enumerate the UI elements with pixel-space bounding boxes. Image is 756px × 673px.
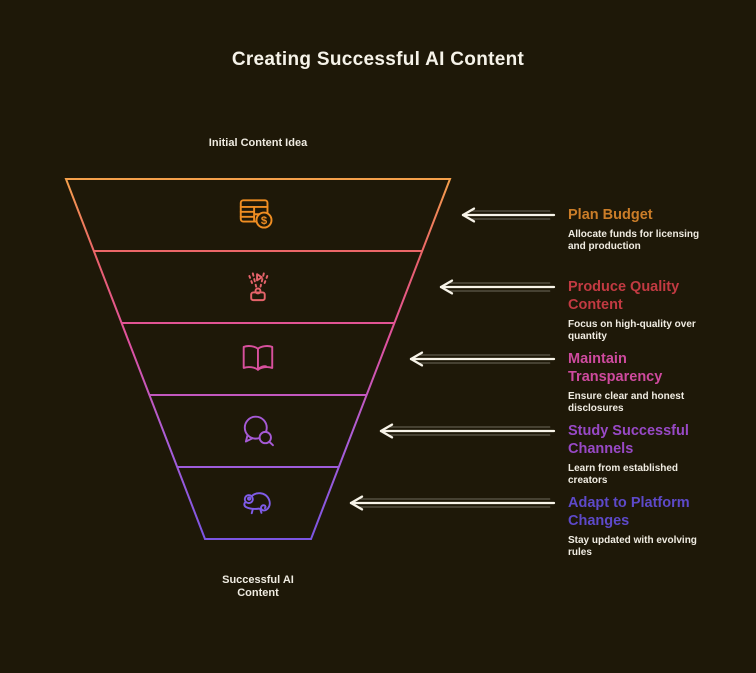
stage-title: Produce Quality Content [568,279,680,313]
stage-title: Adapt to Platform Changes [568,495,690,529]
video-projector-icon [248,272,269,302]
arrows-layer [349,207,556,511]
funnel-top-label: Initial Content Idea [208,137,308,149]
stage-label-produce-quality-content: Produce Quality Content Focus on high-qu… [568,278,708,342]
chameleon-icon [243,492,271,515]
stage-label-maintain-transparency: Maintain Transparency Ensure clear and h… [568,350,708,414]
funnel-shape [64,178,452,540]
stage-description: Learn from established creators [568,463,679,486]
stage-title: Maintain Transparency [568,351,663,385]
funnel-outline [64,178,452,540]
arrow-to-stage-4 [379,423,556,439]
stage-label-adapt-to-platform-changes: Adapt to Platform Changes Stay updated w… [568,494,708,558]
stage-description: Ensure clear and honest disclosures [568,391,685,414]
stage-description: Focus on high-quality over quantity [568,319,696,342]
stage-title: Plan Budget [568,207,653,223]
stage-label-plan-budget: Plan Budget Allocate funds for licensing… [568,206,708,252]
stage-description: Allocate funds for licensing and product… [568,229,700,252]
arrow-to-stage-1 [461,207,556,223]
arrow-to-stage-5 [349,495,556,511]
arrow-to-stage-2 [439,279,556,295]
dollar-sign-glyph: $ [261,215,268,227]
chat-search-icon [243,415,274,447]
stage-label-study-successful-channels: Study Successful Channels Learn from est… [568,422,708,486]
stage-title: Study Successful Channels [568,423,689,457]
stage-description: Stay updated with evolving rules [568,535,697,558]
open-book-icon [242,345,274,371]
funnel-bottom-label: Successful AI Content [222,574,294,599]
page-title: Creating Successful AI Content [231,49,525,70]
arrow-to-stage-3 [409,351,556,367]
budget-table-icon: $ [239,199,273,229]
